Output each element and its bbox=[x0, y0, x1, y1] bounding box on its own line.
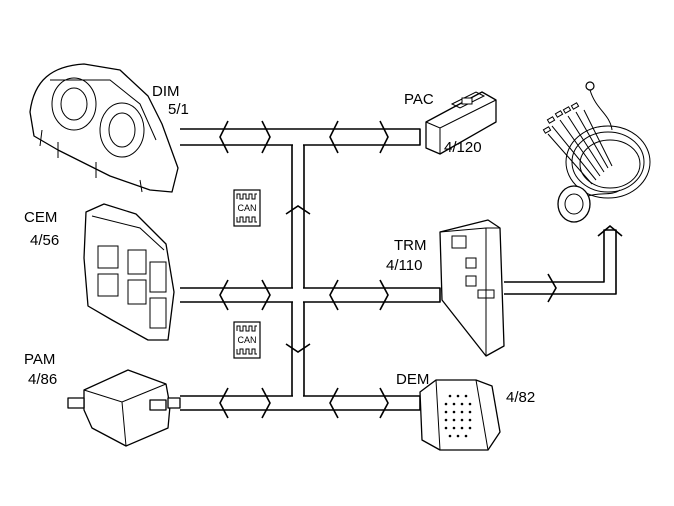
pac-name: PAC bbox=[404, 91, 434, 108]
pac-code: 4/120 bbox=[444, 139, 482, 156]
flow-arrows-middle bbox=[219, 279, 389, 311]
dem-code: 4/82 bbox=[506, 389, 535, 406]
cem-code: 4/56 bbox=[30, 232, 59, 249]
trm-code: 4/110 bbox=[386, 257, 422, 274]
can-badge-upper-text: CAN bbox=[237, 203, 256, 213]
can-bus-wiring bbox=[180, 120, 623, 419]
trm-name: TRM bbox=[394, 237, 427, 254]
dem-name: DEM bbox=[396, 371, 429, 388]
cem-name: CEM bbox=[24, 209, 57, 226]
flow-arrows-bottom bbox=[219, 387, 389, 419]
can-badge-lower: CAN bbox=[233, 321, 261, 359]
trm-output-arrow bbox=[547, 273, 557, 303]
dim-module bbox=[29, 63, 179, 193]
bus-cem-trm bbox=[180, 287, 441, 303]
flow-arrows-top bbox=[219, 120, 389, 154]
cem-module bbox=[83, 203, 175, 341]
antenna-up-arrow bbox=[597, 224, 623, 237]
dim-code: 5/1 bbox=[168, 101, 189, 118]
can-badge-upper: CAN bbox=[233, 189, 261, 227]
dem-module bbox=[419, 379, 501, 451]
dim-name: DIM bbox=[152, 83, 180, 100]
bus-trm-antenna bbox=[504, 229, 617, 295]
flow-arrows-trunk bbox=[285, 205, 311, 353]
pac-module bbox=[425, 91, 497, 155]
pam-module bbox=[67, 369, 181, 447]
trm-module bbox=[439, 219, 505, 357]
antenna-cable-assembly bbox=[542, 81, 651, 223]
bus-trunk bbox=[291, 145, 305, 396]
bus-pam-dem bbox=[180, 395, 421, 411]
pam-code: 4/86 bbox=[28, 371, 57, 388]
can-badge-lower-text: CAN bbox=[237, 335, 256, 345]
bus-dim-pac bbox=[180, 128, 421, 146]
pam-name: PAM bbox=[24, 351, 55, 368]
